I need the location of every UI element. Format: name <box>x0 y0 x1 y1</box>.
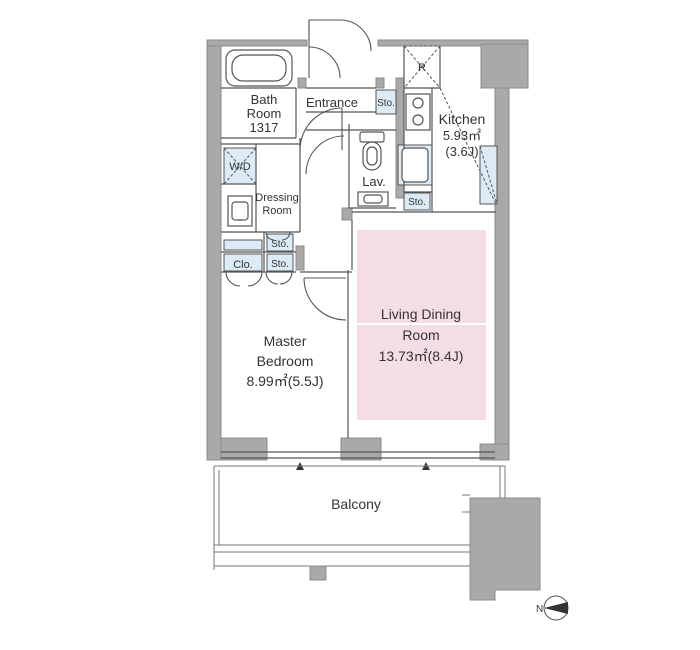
doors <box>225 19 372 321</box>
balcony-label: Balcony <box>331 496 381 512</box>
refrigerator-box <box>403 45 441 89</box>
kitchen-area-label: 5.93㎡ <box>443 128 481 143</box>
living-dining-area-label: 13.73㎡(8.4J) <box>379 348 464 364</box>
balcony-walls <box>309 497 541 601</box>
exterior-walls <box>206 39 529 461</box>
living-dining-label-1: Living Dining <box>381 306 461 322</box>
bath-room-size-label: 1317 <box>250 120 279 135</box>
kitchen-cabinet <box>439 87 498 205</box>
bath-room-label-2: Room <box>247 106 282 121</box>
bedroom-label-1: Master <box>264 333 307 349</box>
bath-room-label-1: Bath <box>251 92 278 107</box>
storage-lower-label: Sto. <box>271 259 289 270</box>
north-label: N <box>536 604 543 615</box>
living-dining-label-2: Room <box>402 327 439 343</box>
lavatory-label: Lav. <box>362 174 386 189</box>
washer-box <box>223 147 257 185</box>
washer-label: W/D <box>229 161 250 173</box>
storage-upper-label: Sto. <box>271 239 289 250</box>
dressing-room-label-2: Room <box>262 205 291 217</box>
kitchen-storage-label: Sto. <box>408 197 426 208</box>
kitchen-jo-label: (3.6J) <box>445 144 478 159</box>
bedroom-area-label: 8.99㎡(5.5J) <box>246 373 323 389</box>
dressing-room-label-1: Dressing <box>255 192 298 204</box>
refrigerator-label: R <box>418 62 426 74</box>
kitchen-label: Kitchen <box>439 111 486 127</box>
dressing-basin-icon <box>227 195 253 227</box>
north-arrow-icon <box>543 595 569 621</box>
bedroom-label-2: Bedroom <box>257 353 314 369</box>
balcony-outline <box>213 465 506 570</box>
bathtub-icon <box>225 49 293 87</box>
toilet-icon <box>359 131 385 171</box>
kitchen-sink-icon <box>401 147 429 183</box>
wash-basin-icon <box>357 191 389 207</box>
entrance-storage-label: Sto. <box>377 98 395 109</box>
entrance-label: Entrance <box>306 95 358 110</box>
closet-label: Clo. <box>233 259 253 271</box>
stove-icon <box>405 93 431 131</box>
